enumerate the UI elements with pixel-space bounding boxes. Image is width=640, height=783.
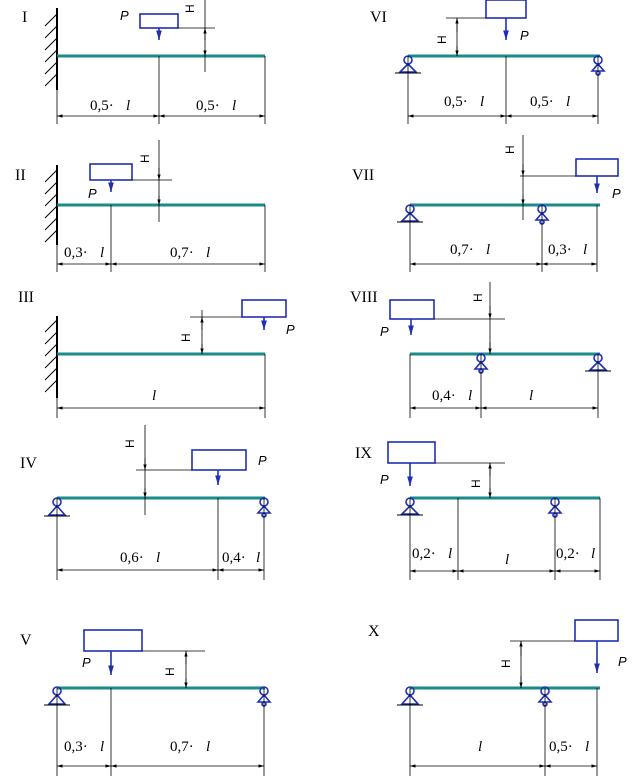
length-symbol: l bbox=[486, 242, 490, 258]
dimension-label: 0,3· bbox=[64, 245, 88, 261]
length-symbol: l bbox=[232, 98, 236, 114]
load-block bbox=[83, 629, 143, 652]
height-label: H bbox=[179, 333, 193, 342]
scheme-numeral: V bbox=[20, 632, 32, 649]
dimension-label: 0,7· bbox=[170, 245, 194, 261]
length-symbol: l bbox=[156, 550, 160, 566]
height-label: H bbox=[138, 154, 152, 163]
length-symbol: l bbox=[585, 739, 589, 755]
scheme-numeral: IV bbox=[20, 455, 37, 472]
dimension-label: 0,3· bbox=[548, 242, 572, 258]
scheme-numeral: X bbox=[368, 623, 380, 640]
length-symbol: l bbox=[583, 242, 587, 258]
scheme-10: X P H l 0,5· l bbox=[368, 619, 627, 776]
load-block bbox=[575, 158, 619, 177]
height-label: H bbox=[435, 35, 449, 44]
scheme-4: IV P H 0,6· l 0,4· l bbox=[20, 425, 272, 580]
scheme-numeral: IX bbox=[355, 445, 372, 462]
length-symbol: l bbox=[152, 388, 156, 404]
dimension-label: 0,3· bbox=[64, 739, 88, 755]
scheme-1: I P H 0,5· l 0,5· l bbox=[22, 0, 266, 124]
dimension-label: 0,6· bbox=[120, 550, 144, 566]
length-symbol: l bbox=[206, 739, 210, 755]
load-label: P bbox=[88, 186, 97, 201]
load-block bbox=[574, 619, 619, 642]
load-block bbox=[89, 163, 133, 181]
length-symbol: l bbox=[100, 739, 104, 755]
scheme-numeral: VII bbox=[352, 167, 374, 184]
load-label: P bbox=[520, 28, 529, 43]
scheme-numeral: VI bbox=[370, 9, 387, 26]
length-symbol: l bbox=[505, 552, 509, 568]
scheme-9: IX P H 0,2· l l 0,2· l bbox=[355, 441, 601, 580]
dimension-label: 0,5· bbox=[549, 739, 573, 755]
load-label: P bbox=[380, 324, 389, 339]
load-label: P bbox=[286, 322, 295, 337]
length-symbol: l bbox=[100, 245, 104, 261]
length-symbol: l bbox=[256, 550, 260, 566]
dimension-label: 0,2· bbox=[556, 546, 580, 562]
load-label: P bbox=[380, 472, 389, 487]
height-label: H bbox=[163, 667, 177, 676]
load-label: P bbox=[258, 453, 267, 468]
length-symbol: l bbox=[566, 94, 570, 110]
scheme-numeral: III bbox=[18, 289, 34, 306]
length-symbol: l bbox=[468, 388, 472, 404]
load-label: P bbox=[120, 8, 129, 23]
load-block bbox=[387, 441, 436, 464]
length-symbol: l bbox=[126, 98, 130, 114]
dimension-label: 0,5· bbox=[196, 98, 220, 114]
dimension-label: 0,4· bbox=[222, 550, 246, 566]
height-label: H bbox=[183, 4, 197, 13]
load-label: P bbox=[618, 654, 627, 669]
length-symbol: l bbox=[480, 94, 484, 110]
load-block bbox=[485, 0, 527, 19]
length-symbol: l bbox=[448, 546, 452, 562]
scheme-6: VI P H 0,5· l 0,5· l bbox=[370, 0, 606, 124]
load-block bbox=[191, 449, 247, 471]
height-label: H bbox=[123, 439, 137, 448]
scheme-2: II P H 0,3· l 0,7· l bbox=[15, 140, 266, 272]
scheme-5: V P H 0,3· l 0,7· l bbox=[20, 629, 272, 776]
load-block bbox=[241, 299, 287, 318]
dimension-label: 0,7· bbox=[170, 739, 194, 755]
height-label: H bbox=[469, 479, 483, 488]
load-label: P bbox=[82, 655, 91, 670]
height-label: H bbox=[503, 145, 517, 154]
scheme-numeral: VIII bbox=[350, 289, 378, 306]
load-block bbox=[139, 13, 179, 29]
scheme-8: VIII P H 0,4· l l bbox=[350, 282, 611, 418]
length-symbol: l bbox=[529, 388, 533, 404]
length-symbol: l bbox=[206, 245, 210, 261]
dimension-label: 0,5· bbox=[530, 94, 554, 110]
dimension-label: 0,5· bbox=[90, 98, 114, 114]
scheme-numeral: II bbox=[15, 167, 26, 184]
dimension-label: 0,2· bbox=[412, 546, 436, 562]
dimension-label: 0,7· bbox=[450, 242, 474, 258]
length-symbol: l bbox=[478, 739, 482, 755]
scheme-7: VII P H 0,7· l 0,3· l bbox=[352, 135, 621, 272]
length-symbol: l bbox=[591, 546, 595, 562]
load-block bbox=[389, 299, 435, 320]
dimension-label: 0,4· bbox=[432, 388, 456, 404]
dimension-label: 0,5· bbox=[444, 94, 468, 110]
scheme-3: III P H l bbox=[18, 289, 295, 418]
scheme-numeral: I bbox=[22, 9, 27, 26]
wall-hatch bbox=[44, 13, 58, 87]
height-label: H bbox=[471, 293, 485, 302]
height-label: H bbox=[499, 659, 513, 668]
load-label: P bbox=[612, 186, 621, 201]
